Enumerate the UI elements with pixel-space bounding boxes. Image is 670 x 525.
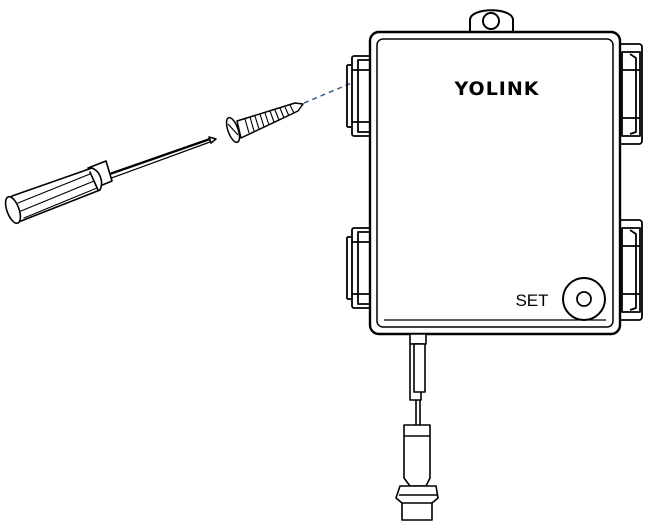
right-latch-top [615, 43, 643, 145]
screw-icon [225, 102, 304, 144]
screwdriver-icon [4, 136, 217, 225]
hub-enclosure [346, 9, 643, 336]
power-cable [395, 333, 439, 521]
right-latch-bottom [615, 219, 643, 321]
brand-logo: YOLINK [453, 78, 539, 100]
set-button-label: SET [515, 291, 548, 310]
